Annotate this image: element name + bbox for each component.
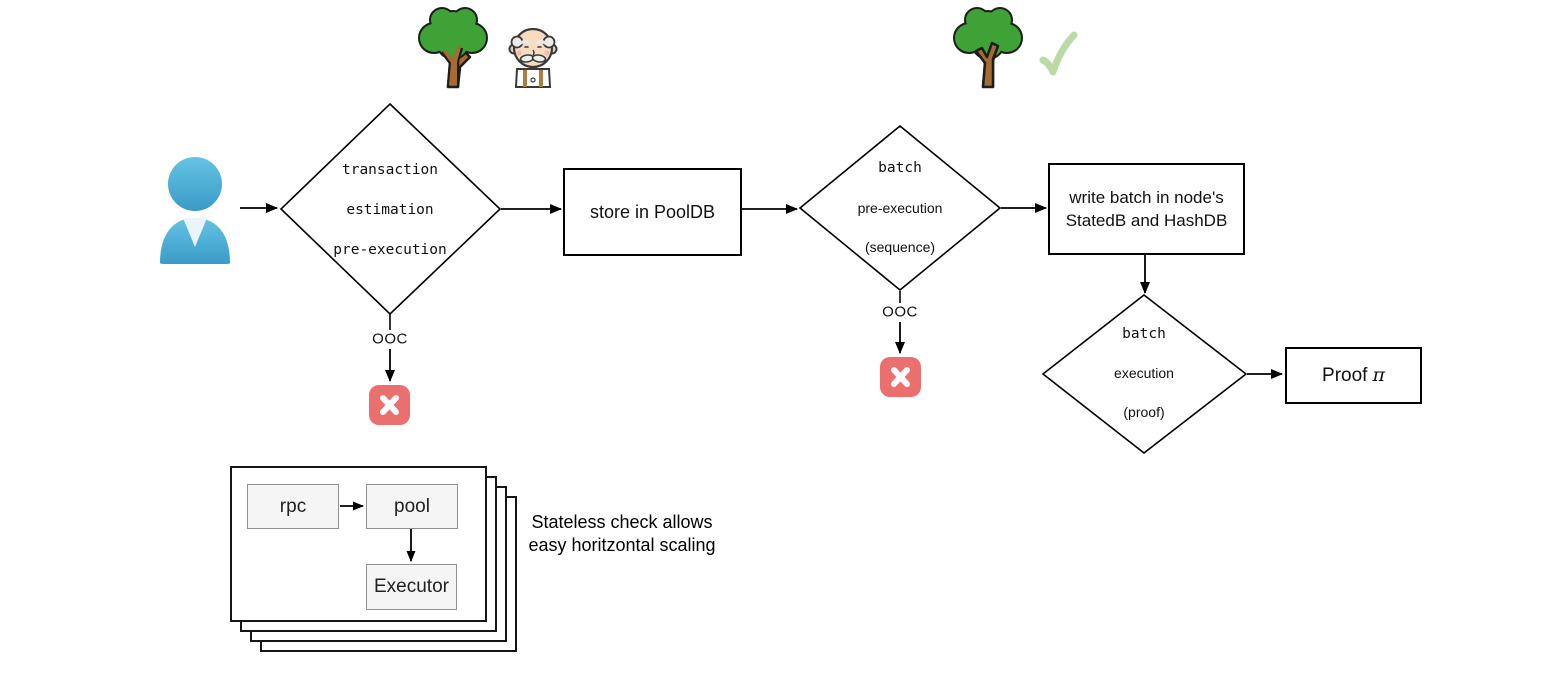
rpc-label: rpc [279, 495, 307, 517]
caption-line2: easy horitzontal scaling [528, 535, 716, 555]
scaling-caption: Stateless check allows easy horitzontal … [512, 511, 732, 557]
check-mark-icon [1039, 31, 1078, 76]
ooc-label-1: OOC [372, 330, 408, 348]
writebatch-label: write batch in node's StatedB and HashDB [1065, 188, 1228, 230]
tree-icon [418, 7, 488, 89]
cross-mark-icon [880, 357, 921, 397]
exec-diamond-line3: (proof) [1123, 404, 1165, 420]
cross-glyph [380, 395, 399, 415]
pool-box: pool [366, 484, 458, 529]
person-icon [160, 157, 230, 264]
pooldb-box: store in PoolDB [563, 168, 742, 256]
cross-mark-icon [369, 385, 410, 425]
caption-line1: Stateless check allows [531, 512, 713, 532]
batch-diamond-line2: pre-execution [857, 200, 943, 216]
ooc-label-2: OOC [882, 303, 918, 321]
tx-diamond-line3: pre-execution [333, 242, 447, 258]
exec-diamond-line2: execution [1114, 365, 1174, 381]
proof-text: Proof [1322, 365, 1368, 386]
pooldb-label: store in PoolDB [589, 201, 716, 222]
cross-glyph [891, 367, 910, 387]
tree-icon [953, 7, 1023, 89]
executor-label: Executor [374, 576, 449, 597]
pi-symbol: π [1372, 364, 1385, 386]
pool-label: pool [394, 495, 430, 517]
node-cluster-box: rpc pool Executor [230, 466, 487, 622]
writebatch-box: write batch in node's StatedB and HashDB [1048, 163, 1245, 255]
batch-diamond-line1: batch [878, 160, 922, 176]
tx-diamond-line1: transaction [341, 162, 439, 178]
rpc-box: rpc [247, 484, 339, 529]
tx-diamond-line2: estimation [346, 202, 434, 218]
old-man-icon [508, 27, 558, 88]
executor-box: Executor [366, 564, 457, 610]
exec-diamond-line1: batch [1122, 326, 1166, 342]
batch-diamond-line3: (sequence) [864, 239, 936, 255]
